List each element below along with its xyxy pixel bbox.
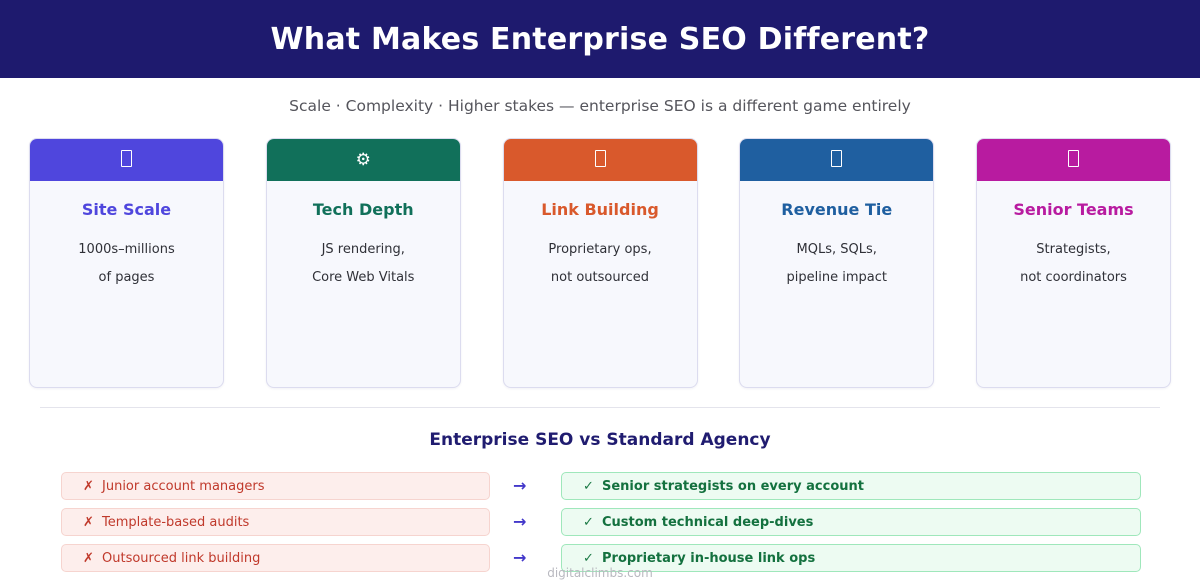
cross-icon: ✗ — [83, 550, 94, 566]
missing-glyph-box-icon — [831, 149, 843, 171]
card-title-senior-teams: Senior Teams — [1013, 200, 1134, 219]
comparison-good-item: ✓ Custom technical deep-dives — [561, 508, 1141, 536]
card-description-tech-depth: JS rendering, Core Web Vitals — [312, 236, 414, 292]
feature-card-link-building: Link Building Proprietary ops, not outso… — [502, 138, 698, 388]
feature-card-revenue-tie: Revenue Tie MQLs, SQLs, pipeline impact — [739, 138, 935, 388]
cross-icon: ✗ — [83, 478, 94, 494]
comparison-bad-label: Template-based audits — [102, 514, 250, 530]
comparison-rows: ✗ Junior account managers → ✓ Senior str… — [0, 470, 1200, 578]
comparison-bad-item: ✗ Outsourced link building — [61, 544, 490, 572]
comparison-good-label: Senior strategists on every account — [602, 478, 864, 494]
card-header-tech-depth: ⚙ — [266, 139, 460, 181]
gear-icon: ⚙ — [355, 149, 371, 170]
card-title-site-scale: Site Scale — [81, 200, 172, 219]
comparison-good-item: ✓ Senior strategists on every account — [561, 472, 1141, 500]
missing-glyph-box-icon — [121, 149, 132, 171]
comparison-good-item: ✓ Proprietary in-house link ops — [561, 544, 1141, 572]
card-desc-line-2: pipeline impact — [786, 270, 887, 285]
card-desc-line-2: not coordinators — [1020, 270, 1127, 285]
arrow-right-icon: → — [513, 476, 527, 495]
card-description-link-building: Proprietary ops, not outsourced — [548, 236, 651, 292]
comparison-bad-label: Outsourced link building — [102, 550, 261, 566]
cross-icon: ✗ — [83, 514, 94, 530]
card-title-revenue-tie: Revenue Tie — [781, 200, 893, 219]
card-header-revenue-tie — [740, 139, 934, 181]
card-desc-line-1: Strategists, — [1036, 242, 1111, 257]
footer-source: digitalclimbs.com — [547, 566, 653, 580]
check-icon: ✓ — [583, 478, 594, 494]
card-header-site-scale — [30, 139, 223, 181]
arrow-right-icon: → — [513, 512, 527, 531]
missing-glyph-box-icon — [594, 149, 606, 171]
comparison-bad-label: Junior account managers — [102, 478, 265, 494]
card-description-site-scale: 1000s–millions of pages — [78, 236, 174, 292]
comparison-row: ✗ Template-based audits → ✓ Custom techn… — [0, 506, 1200, 538]
card-desc-line-1: 1000s–millions — [78, 242, 175, 257]
feature-card-senior-teams: Senior Teams Strategists, not coordinato… — [976, 138, 1171, 388]
feature-card-site-scale: Site Scale 1000s–millions of pages — [29, 138, 224, 388]
comparison-section-title: Enterprise SEO vs Standard Agency — [429, 430, 771, 450]
comparison-good-label: Custom technical deep-dives — [602, 514, 814, 530]
card-title-link-building: Link Building — [541, 200, 659, 219]
page-title: What Makes Enterprise SEO Different? — [270, 21, 930, 57]
feature-card-row: Site Scale 1000s–millions of pages ⚙ Tec… — [29, 138, 1171, 388]
header-banner: What Makes Enterprise SEO Different? — [0, 0, 1200, 78]
comparison-bad-item: ✗ Junior account managers — [61, 472, 490, 500]
card-desc-line-2: of pages — [98, 270, 155, 285]
check-icon: ✓ — [583, 550, 594, 566]
card-title-tech-depth: Tech Depth — [312, 200, 414, 219]
comparison-row: ✗ Outsourced link building → ✓ Proprieta… — [0, 542, 1200, 574]
card-desc-line-1: Proprietary ops, — [548, 242, 652, 257]
card-desc-line-2: Core Web Vitals — [312, 270, 415, 285]
card-description-revenue-tie: MQLs, SQLs, pipeline impact — [787, 236, 887, 292]
comparison-bad-item: ✗ Template-based audits — [61, 508, 490, 536]
comparison-row: ✗ Junior account managers → ✓ Senior str… — [0, 470, 1200, 502]
card-desc-line-2: not outsourced — [550, 270, 650, 285]
missing-glyph-box-icon — [1068, 149, 1079, 171]
card-header-senior-teams — [977, 139, 1170, 181]
subtitle: Scale · Complexity · Higher stakes — ent… — [289, 97, 911, 115]
check-icon: ✓ — [583, 514, 594, 530]
comparison-good-label: Proprietary in-house link ops — [602, 550, 816, 566]
feature-card-tech-depth: ⚙ Tech Depth JS rendering, Core Web Vita… — [265, 138, 461, 388]
section-divider — [40, 407, 1160, 408]
card-header-link-building — [503, 139, 697, 181]
card-description-senior-teams: Strategists, not coordinators — [1020, 236, 1127, 292]
arrow-right-icon: → — [513, 548, 527, 567]
card-desc-line-1: JS rendering, — [321, 242, 405, 257]
card-desc-line-1: MQLs, SQLs, — [796, 242, 877, 257]
